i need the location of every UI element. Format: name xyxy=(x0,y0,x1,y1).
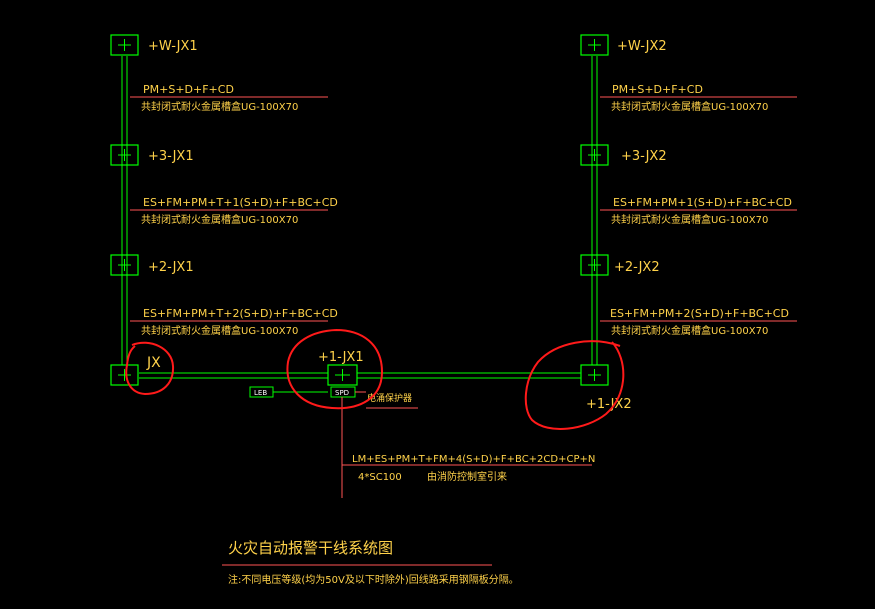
box-label-2-jx2: +2-JX2 xyxy=(614,260,660,275)
junction-box-2-jx1: +2-JX1 xyxy=(110,254,194,276)
left-run-2-cables: ES+FM+PM+T+1(S+D)+F+BC+CD xyxy=(143,196,338,209)
junction-box-1-jx1: +1-JX1 xyxy=(318,350,364,386)
feed-cables: LM+ES+PM+T+FM+4(S+D)+F+BC+2CD+CP+N xyxy=(352,454,595,465)
left-run-3-cables: ES+FM+PM+T+2(S+D)+F+BC+CD xyxy=(143,307,338,320)
left-riser xyxy=(121,56,128,365)
left-run-3: ES+FM+PM+T+2(S+D)+F+BC+CD 共封闭式耐火金属槽盒UG-1… xyxy=(130,307,338,337)
right-run-2-cables: ES+FM+PM+1(S+D)+F+BC+CD xyxy=(613,196,792,209)
markup-circle-jx xyxy=(125,341,175,396)
markup-circles xyxy=(125,329,625,430)
box-label-1-jx2: +1-JX2 xyxy=(586,397,632,412)
right-run-3-tray: 共封闭式耐火金属槽盒UG-100X70 xyxy=(611,324,768,337)
spd-note: 电涌保护器 xyxy=(367,392,412,404)
drawing-note: 注:不同电压等级(均为50V及以下时除外)回线路采用钢隔板分隔。 xyxy=(228,573,519,586)
box-label-3-jx2: +3-JX2 xyxy=(621,149,667,164)
box-label-3-jx1: +3-JX1 xyxy=(148,149,194,164)
spd-tag-label: SPD xyxy=(335,389,349,397)
left-run-1-cables: PM+S+D+F+CD xyxy=(143,83,234,96)
right-run-3-cables: ES+FM+PM+2(S+D)+F+BC+CD xyxy=(610,307,789,320)
drawing-title-block: 火灾自动报警干线系统图 注:不同电压等级(均为50V及以下时除外)回线路采用钢隔… xyxy=(222,539,519,586)
left-run-2-tray: 共封闭式耐火金属槽盒UG-100X70 xyxy=(141,213,298,226)
leb-tag-label: LEB xyxy=(254,389,267,397)
drawing-title: 火灾自动报警干线系统图 xyxy=(228,539,393,557)
right-run-3: ES+FM+PM+2(S+D)+F+BC+CD 共封闭式耐火金属槽盒UG-100… xyxy=(600,307,797,337)
leb-tag: LEB xyxy=(249,386,328,398)
feed-source: 由消防控制室引来 xyxy=(427,470,507,483)
right-run-2: ES+FM+PM+1(S+D)+F+BC+CD 共封闭式耐火金属槽盒UG-100… xyxy=(600,196,797,226)
junction-box-3-jx2: +3-JX2 xyxy=(580,144,667,166)
junction-box-w-jx2: +W-JX2 xyxy=(580,34,667,56)
markup-circle-1-jx2 xyxy=(524,340,625,430)
left-run-1-tray: 共封闭式耐火金属槽盒UG-100X70 xyxy=(141,100,298,113)
control-room-feed: LM+ES+PM+T+FM+4(S+D)+F+BC+2CD+CP+N 4*SC1… xyxy=(341,397,595,498)
right-run-1: PM+S+D+F+CD 共封闭式耐火金属槽盒UG-100X70 xyxy=(600,83,797,113)
junction-box-1-jx2: +1-JX2 xyxy=(580,364,632,412)
box-label-2-jx1: +2-JX1 xyxy=(148,260,194,275)
right-run-2-tray: 共封闭式耐火金属槽盒UG-100X70 xyxy=(611,213,768,226)
box-label-jx: JX xyxy=(146,355,161,371)
box-label-1-jx1: +1-JX1 xyxy=(318,350,364,365)
left-run-1: PM+S+D+F+CD 共封闭式耐火金属槽盒UG-100X70 xyxy=(130,83,328,113)
junction-box-2-jx2: +2-JX2 xyxy=(580,254,660,276)
junction-box-3-jx1: +3-JX1 xyxy=(110,144,194,166)
feed-conduit: 4*SC100 xyxy=(358,472,402,483)
right-run-1-tray: 共封闭式耐火金属槽盒UG-100X70 xyxy=(611,100,768,113)
box-label-w-jx1: +W-JX1 xyxy=(148,39,198,54)
junction-box-jx: JX xyxy=(110,355,161,386)
left-run-2: ES+FM+PM+T+1(S+D)+F+BC+CD 共封闭式耐火金属槽盒UG-1… xyxy=(130,196,338,226)
left-run-3-tray: 共封闭式耐火金属槽盒UG-100X70 xyxy=(141,324,298,337)
box-label-w-jx2: +W-JX2 xyxy=(617,39,667,54)
junction-box-w-jx1: +W-JX1 xyxy=(110,34,198,56)
markup-circle-1-jx1 xyxy=(286,329,384,410)
spd-tag: SPD 电涌保护器 xyxy=(330,386,418,409)
right-run-1-cables: PM+S+D+F+CD xyxy=(612,83,703,96)
right-riser xyxy=(591,56,598,365)
